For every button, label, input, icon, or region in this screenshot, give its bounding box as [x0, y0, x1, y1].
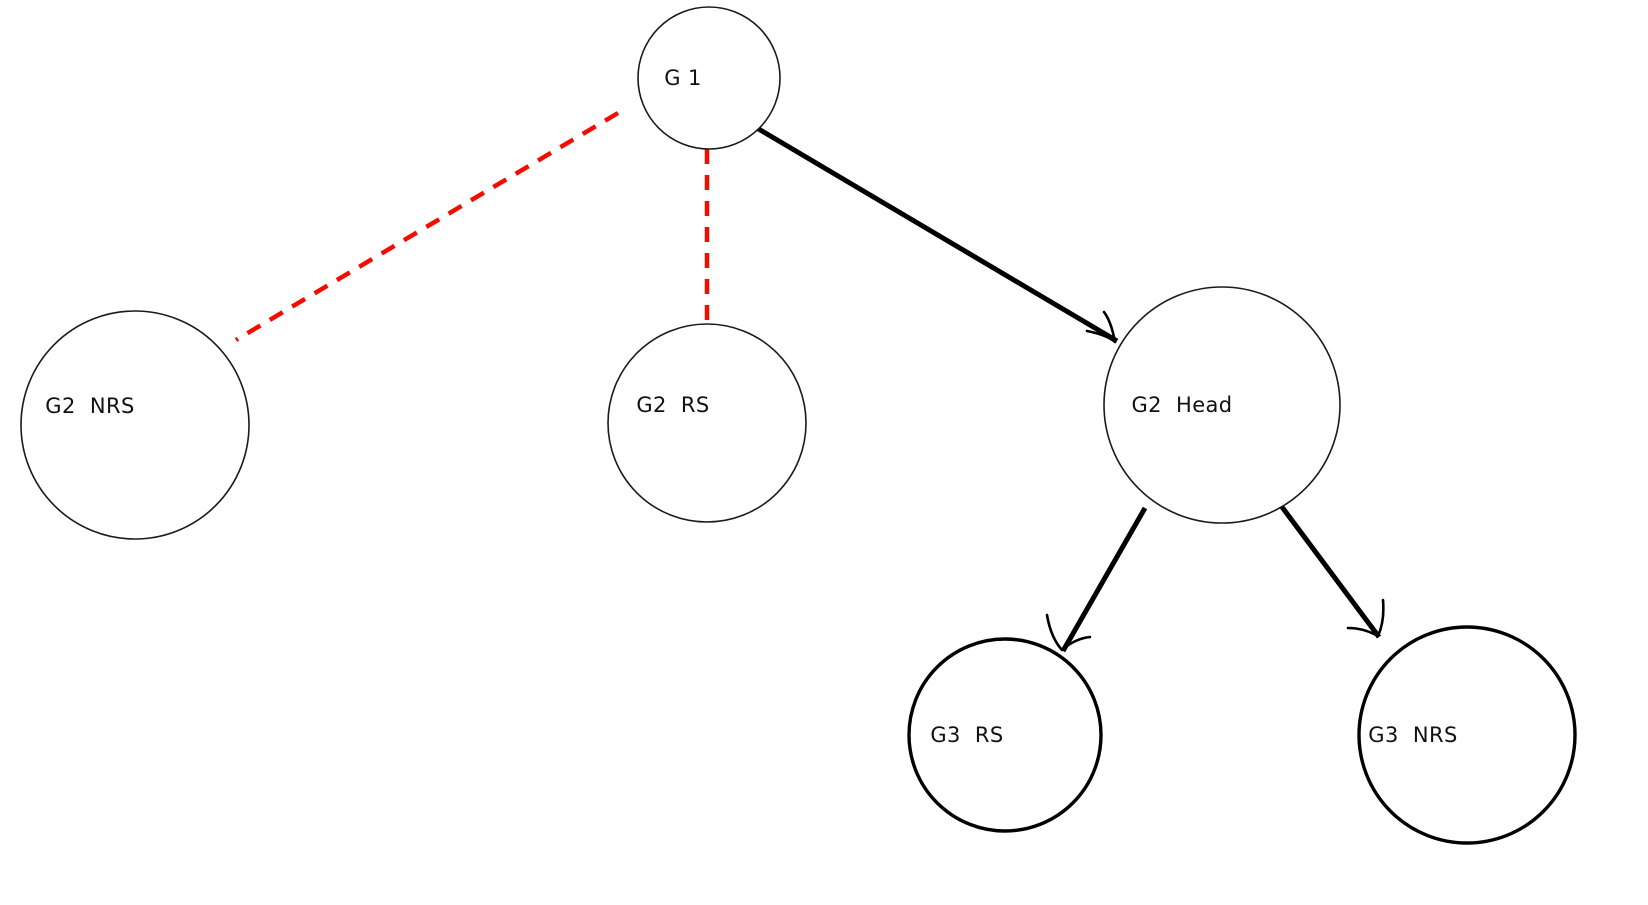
- node-g3-nrs-circle: [1357, 625, 1577, 845]
- edge-g1-to-g2-head[interactable]: [738, 115, 1119, 344]
- edge-g1-to-g2-nrs[interactable]: [234, 111, 620, 342]
- edge-line-solid-g2head: [738, 115, 1119, 344]
- node-g1-label: G 1: [664, 66, 702, 90]
- node-g1[interactable]: G 1: [637, 6, 781, 150]
- edge-line-solid-g3nrs: [1279, 505, 1382, 639]
- node-g2-rs[interactable]: G2 RS: [607, 323, 807, 523]
- node-g3-rs-label: G3 RS: [930, 723, 1003, 747]
- node-g3-rs[interactable]: G3 RS: [907, 637, 1103, 833]
- node-g3-rs-circle: [907, 637, 1103, 833]
- node-g2-head[interactable]: G2 Head: [1103, 286, 1341, 524]
- edge-layer: [234, 111, 1385, 653]
- edge-g2-head-to-g3-rs[interactable]: [1045, 506, 1148, 653]
- arrowhead-icon-g3rs: [1045, 613, 1092, 652]
- arrowhead-icon-g2head: [1085, 310, 1117, 344]
- edge-line-dashed-g2nrs: [234, 111, 620, 342]
- node-g2-nrs-label: G2 NRS: [45, 394, 134, 418]
- node-g2-head-label: G2 Head: [1131, 393, 1232, 417]
- edge-line-solid-g3rs: [1060, 506, 1148, 653]
- node-layer: G 1 G2 NRS G2 RS G2 Head G3 RS: [20, 6, 1577, 845]
- node-g3-nrs[interactable]: G3 NRS: [1357, 625, 1577, 845]
- node-g2-nrs[interactable]: G2 NRS: [20, 310, 250, 540]
- node-g2-rs-label: G2 RS: [636, 393, 709, 417]
- node-g3-nrs-label: G3 NRS: [1368, 723, 1457, 747]
- arrowhead-icon-g3nrs: [1346, 598, 1385, 638]
- edge-g2-head-to-g3-nrs[interactable]: [1279, 505, 1385, 639]
- node-g2-head-circle: [1103, 286, 1341, 524]
- node-g2-nrs-circle: [20, 310, 250, 540]
- node-g2-rs-circle: [607, 323, 807, 523]
- node-g1-circle: [637, 6, 781, 150]
